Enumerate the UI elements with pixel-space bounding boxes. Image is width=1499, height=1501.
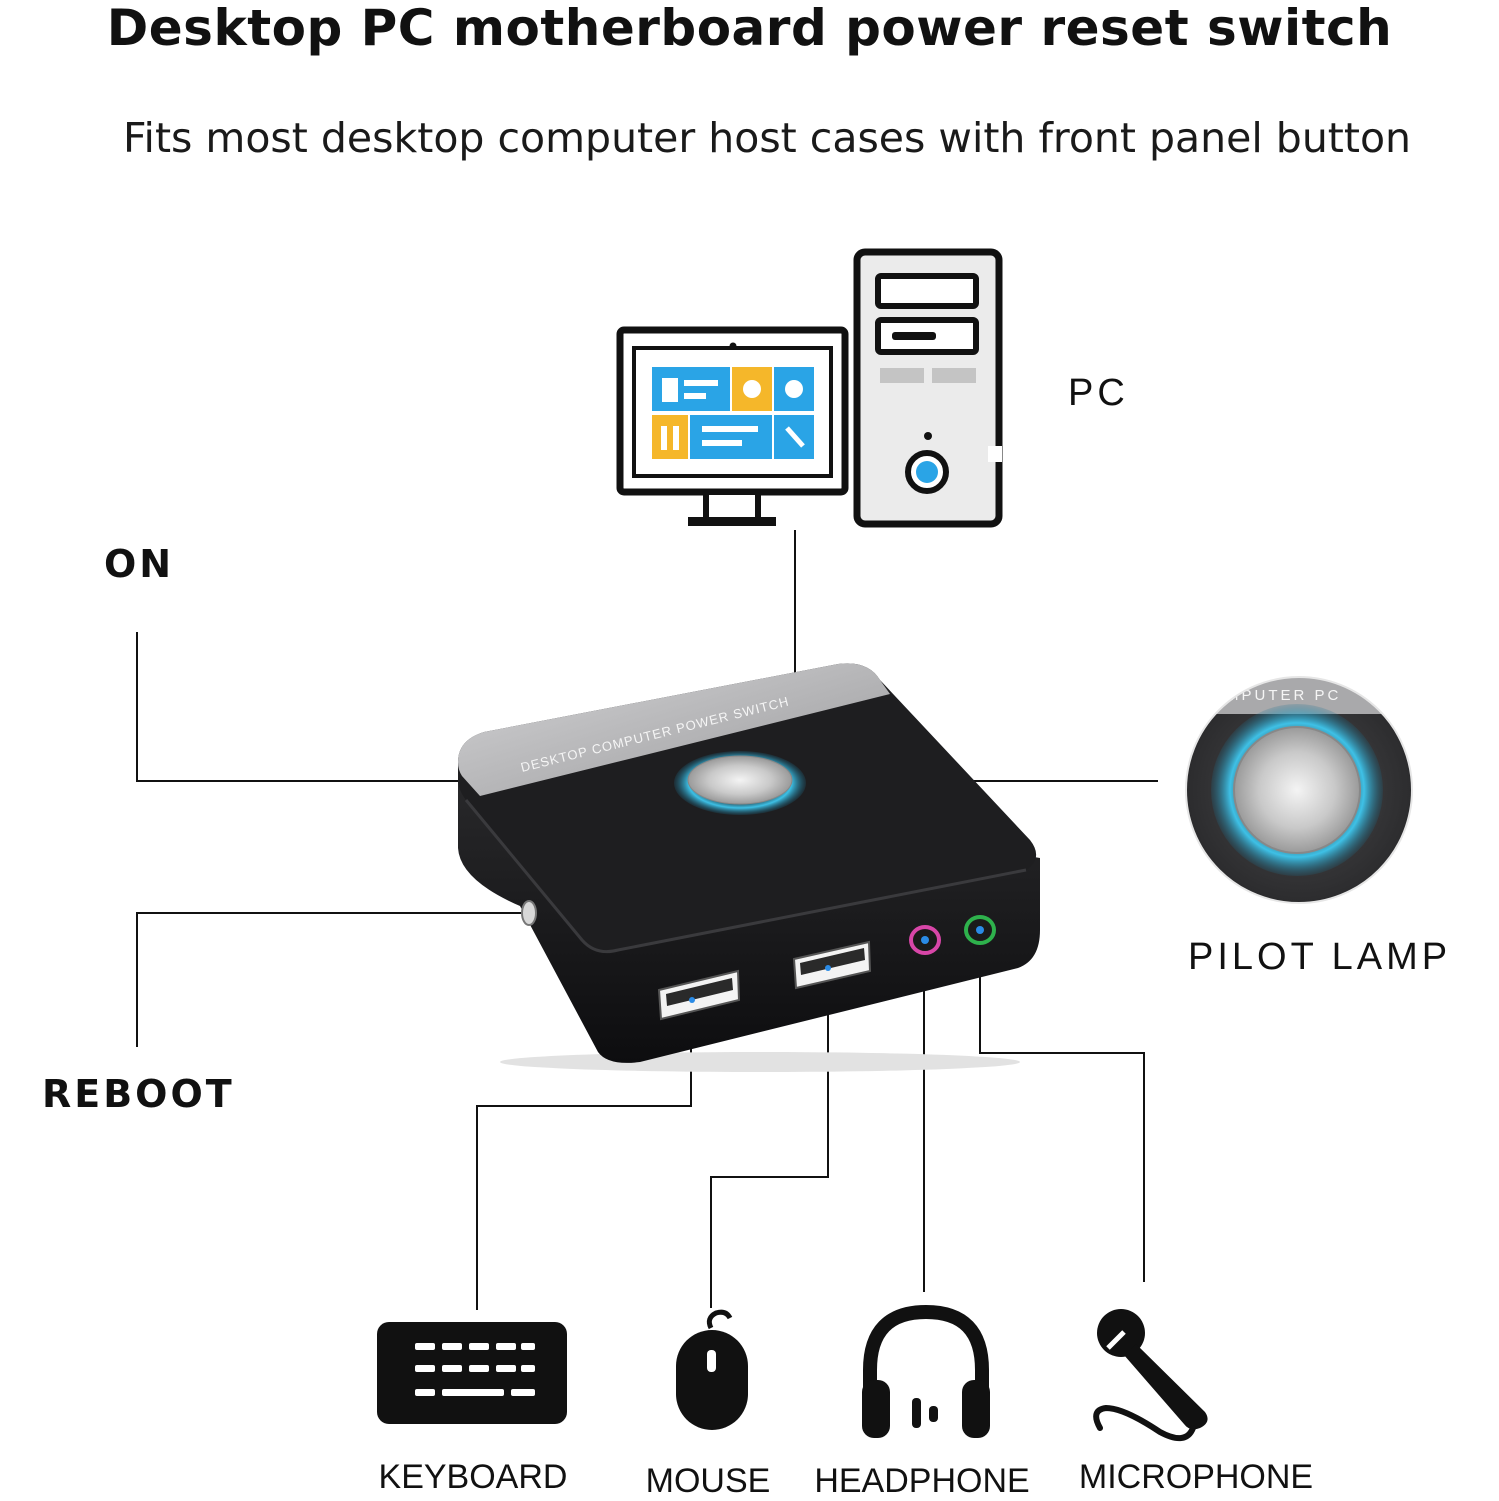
pc-label: PC	[1068, 372, 1129, 414]
pilot-lamp-zoom: MPUTER PC	[1185, 676, 1413, 904]
switch-device: DESKTOP COMPUTER POWER SWITCH	[458, 663, 1040, 1072]
headphone-label: HEADPHONE	[814, 1462, 1030, 1500]
usb-port-1	[657, 969, 741, 1021]
headphone-jack	[909, 925, 941, 955]
microphone-icon	[1093, 1309, 1208, 1441]
on-label: ON	[104, 542, 175, 586]
reboot-label: REBOOT	[42, 1072, 235, 1116]
pilot-lamp-label: PILOT LAMP	[1188, 936, 1452, 978]
page-subtitle: Fits most desktop computer host cases wi…	[122, 114, 1412, 162]
page-title: Desktop PC motherboard power reset switc…	[106, 0, 1393, 57]
power-button[interactable]	[674, 751, 806, 815]
tower-icon	[853, 248, 1003, 528]
pc-icon	[616, 248, 1003, 528]
mouse-icon	[676, 1309, 748, 1430]
microphone-label: MICROPHONE	[1078, 1458, 1314, 1496]
usb-port-2	[792, 940, 872, 990]
zoom-print: MPUTER PC	[1226, 687, 1341, 704]
headphone-icon	[862, 1304, 990, 1438]
reboot-button[interactable]	[521, 900, 537, 926]
keyboard-icon	[377, 1322, 567, 1424]
monitor-icon	[616, 326, 849, 526]
microphone-jack	[964, 915, 996, 945]
mouse-label: MOUSE	[645, 1462, 771, 1500]
keyboard-label: KEYBOARD	[378, 1458, 568, 1496]
